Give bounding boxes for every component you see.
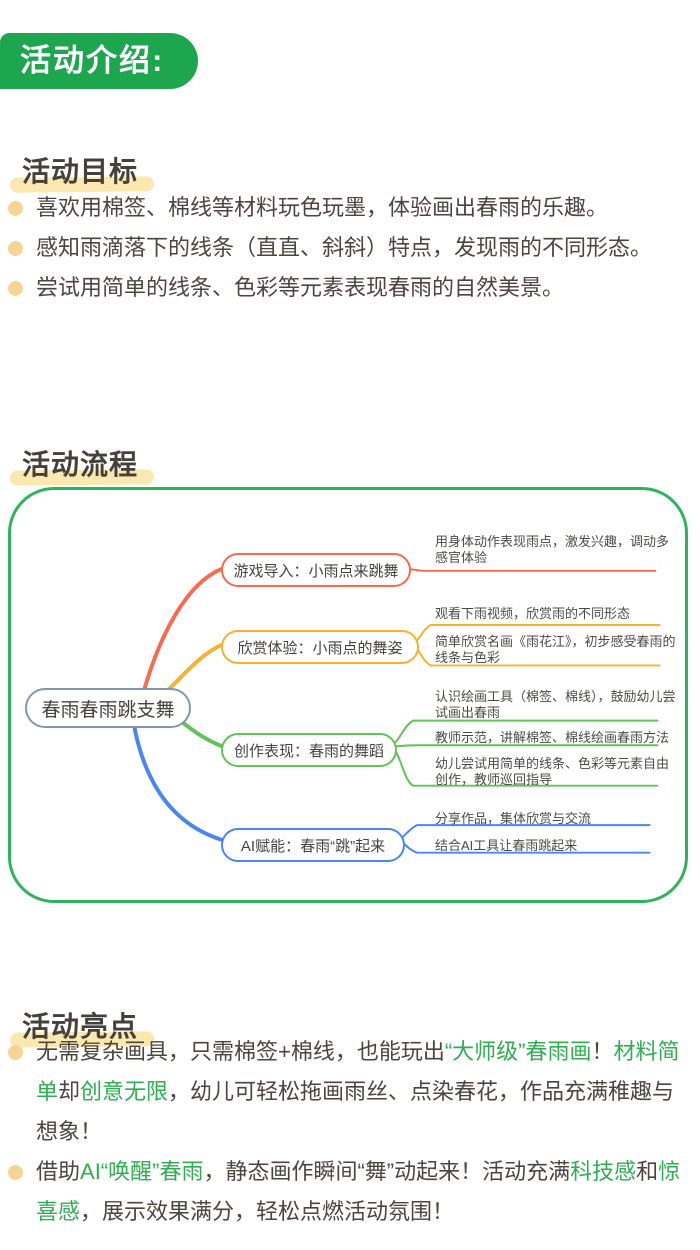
- mindmap-branch-game-intro: 游戏导入：小雨点来跳舞: [221, 553, 411, 587]
- goal-bullet-list: 喜欢用棉签、棉线等材料玩色玩墨，体验画出春雨的乐趣。 感知雨滴落下的线条（直直、…: [8, 188, 686, 308]
- mindmap-leaf: 幼儿尝试用简单的线条、色彩等元素自由创作，教师巡回指导: [435, 756, 670, 787]
- branch-curve-red: [141, 566, 224, 696]
- goal-bullet-item: 喜欢用棉签、棉线等材料玩色玩墨，体验画出春雨的乐趣。: [8, 188, 686, 228]
- mindmap-leaf: 教师示范，讲解棉签、棉线绘画春雨方法: [435, 730, 670, 745]
- intro-badge: 活动介绍:: [0, 33, 199, 89]
- mindmap-leaf: 结合AI工具让春雨跳起来: [435, 838, 578, 853]
- highlights-bullet-item: 无需复杂画具，只需棉签+棉线，也能玩出“大师级”春雨画！材料简单却创意无限，幼儿…: [8, 1032, 686, 1152]
- mindmap-branch-appreciation: 欣赏体验：小雨点的舞姿: [221, 630, 419, 664]
- process-title-text: 活动流程: [20, 443, 140, 483]
- mindmap-root-node: 春雨春雨跳支舞: [25, 688, 191, 728]
- goal-bullet-item: 尝试用简单的线条、色彩等元素表现春雨的自然美景。: [8, 268, 686, 308]
- mindmap-leaf: 分享作品，集体欣赏与交流: [435, 811, 592, 826]
- mindmap-branch-creation: 创作表现：春雨的舞蹈: [221, 733, 397, 767]
- leaf-line-red-1: [404, 567, 657, 572]
- process-section-title: 活动流程: [20, 443, 140, 483]
- goal-bullet-item: 感知雨滴落下的线条（直直、斜斜）特点，发现雨的不同形态。: [8, 228, 686, 268]
- highlights-bullet-item: 借助AI“唤醒”春雨，静态画作瞬间“舞”动起来！活动充满科技感和惊喜感，展示效果…: [8, 1152, 686, 1232]
- highlights-section-title: 活动亮点: [20, 1005, 140, 1045]
- mindmap-leaf: 用身体动作表现雨点，激发兴趣，调动多感官体验: [435, 534, 670, 565]
- branch-curve-blue: [131, 718, 224, 842]
- goal-section-title: 活动目标: [20, 150, 140, 190]
- process-mindmap: 春雨春雨跳支舞 游戏导入：小雨点来跳舞 欣赏体验：小雨点的舞姿 创作表现：春雨的…: [8, 487, 688, 903]
- mindmap-leaf: 简单欣赏名画《雨花江》，初步感受春雨的线条与色彩: [435, 634, 676, 665]
- mindmap-leaf: 认识绘画工具（棉签、棉线），鼓励幼儿尝试画出春雨: [435, 689, 676, 720]
- mindmap-leaf: 观看下雨视频，欣赏雨的不同形态: [435, 606, 631, 621]
- highlights-title-text: 活动亮点: [20, 1005, 140, 1045]
- highlights-bullet-list: 无需复杂画具，只需棉签+棉线，也能玩出“大师级”春雨画！材料简单却创意无限，幼儿…: [8, 1032, 686, 1232]
- goal-title-text: 活动目标: [20, 150, 140, 190]
- mindmap-branch-ai: AI赋能：春雨“跳”起来: [221, 828, 405, 862]
